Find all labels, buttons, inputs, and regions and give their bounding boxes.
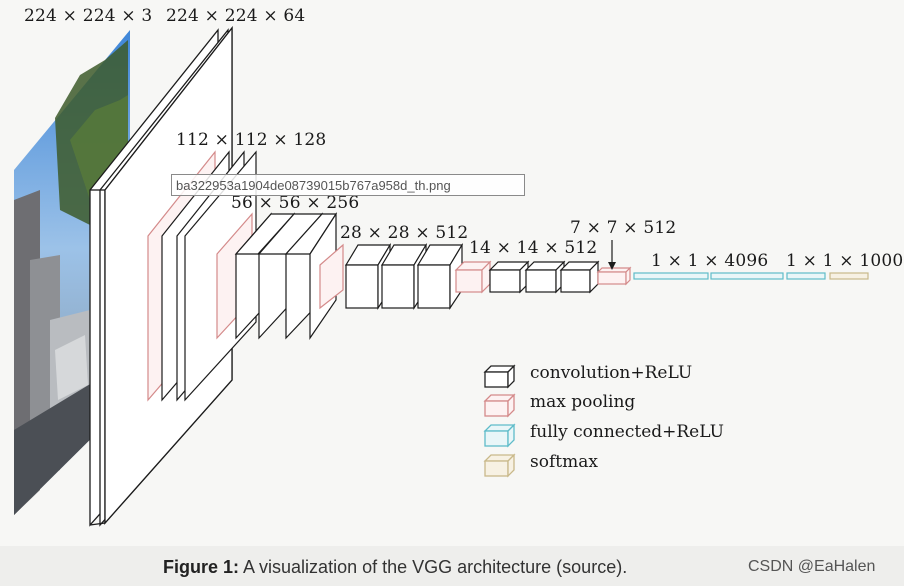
filename-overlay: ba322953a1904de08739015b767a958d_th.png [171,174,525,196]
label-conv4: 28 × 28 × 512 [340,223,469,243]
label-conv2: 112 × 112 × 128 [176,130,327,150]
label-conv5: 14 × 14 × 512 [469,238,598,258]
label-softmax: 1 × 1 × 1000 [786,251,904,271]
label-fc: 1 × 1 × 4096 [651,251,769,271]
pool-5-arrow [608,240,616,270]
legend-swatch-max-pooling [483,393,516,418]
pool-block-5 [596,266,632,286]
legend-label: convolution+ReLU [530,363,693,383]
caption-prefix: Figure 1: [163,557,240,577]
legend-label: max pooling [530,392,636,412]
caption-text: A visualization of the VGG architecture … [239,557,628,577]
conv-block-5 [454,260,600,294]
fully-connected-layers [633,272,826,280]
figure-caption: Figure 1: A visualization of the VGG arc… [163,557,627,578]
legend-swatch-convolution [483,364,516,389]
caption-bar [0,546,904,586]
watermark: CSDN @EaHalen [748,558,876,575]
legend-swatch-fully-connected [483,423,516,448]
legend-label: fully connected+ReLU [530,422,724,442]
label-pool5: 7 × 7 × 512 [570,218,677,238]
softmax-layer [829,272,869,280]
legend-label: softmax [530,452,598,472]
label-input: 224 × 224 × 3 [24,6,153,26]
legend-swatch-softmax [483,453,516,478]
conv-block-4 [319,242,464,310]
vgg-architecture-diagram [14,26,869,527]
label-conv1: 224 × 224 × 64 [166,6,306,26]
label-conv3: 56 × 56 × 256 [231,193,360,213]
conv-block-3 [216,211,338,340]
